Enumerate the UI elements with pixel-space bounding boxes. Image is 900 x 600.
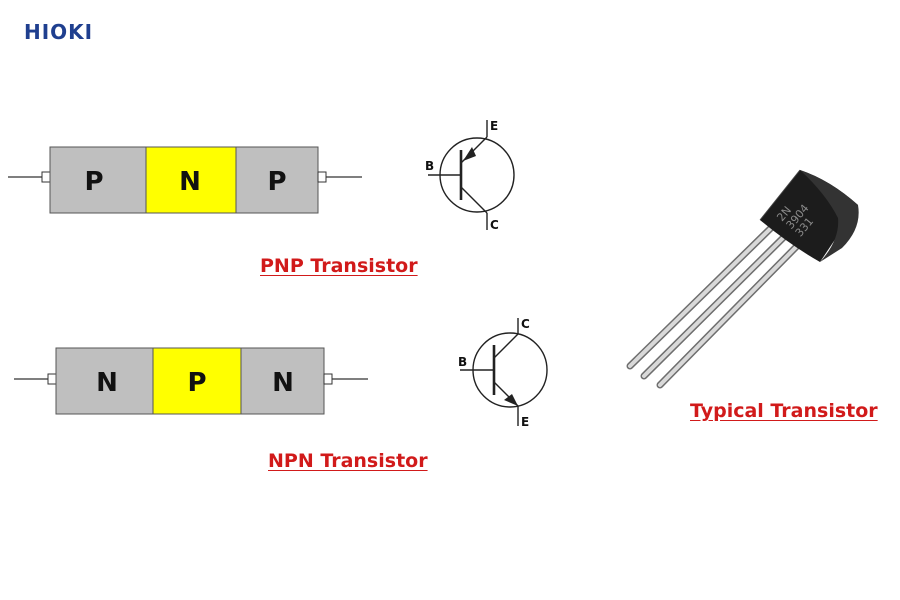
npn-caption: NPN Transistor	[268, 450, 428, 472]
hioki-logo: HIOKI	[24, 20, 94, 44]
pnp-collector-label: C	[490, 218, 499, 232]
npn-collector-label: C	[521, 317, 530, 331]
npn-layer-2-label: P	[187, 368, 206, 398]
pnp-right-terminal	[317, 171, 327, 183]
pnp-caption: PNP Transistor	[260, 255, 418, 277]
pnp-emitter-label: E	[490, 119, 498, 133]
npn-block: N P N	[14, 347, 368, 415]
pnp-layer-3	[235, 146, 319, 214]
npn-base-label: B	[458, 355, 467, 369]
npn-right-terminal	[323, 373, 333, 385]
npn-symbol	[460, 318, 548, 426]
npn-collector-line	[493, 333, 519, 359]
pnp-emitter-arrow	[463, 147, 476, 161]
pnp-collector-line	[460, 186, 488, 214]
package-curved-side	[800, 170, 859, 262]
package-edge	[759, 169, 801, 221]
pnp-base-label: B	[425, 159, 434, 173]
npn-emitter-label: E	[521, 415, 529, 429]
pnp-layer-3-label: P	[267, 167, 286, 197]
pnp-left-terminal	[41, 171, 51, 183]
pnp-layer-2-label: N	[179, 167, 201, 197]
npn-layer-2	[152, 347, 242, 415]
typical-transistor-caption: Typical Transistor	[690, 400, 878, 422]
to92-transistor: 2N 3904 331	[626, 169, 859, 389]
npn-left-terminal	[47, 373, 57, 385]
pnp-layer-1	[49, 146, 147, 214]
npn-layer-3-label: N	[272, 368, 294, 398]
npn-emitter-arrow	[504, 394, 518, 406]
lead-2	[642, 234, 787, 378]
npn-layer-1	[55, 347, 154, 415]
lead-3	[658, 242, 801, 387]
pnp-block: P N P	[8, 146, 362, 214]
pnp-symbol	[428, 120, 515, 230]
lead-1	[628, 226, 773, 368]
pnp-layer-1-label: P	[84, 167, 103, 197]
npn-layer-1-label: N	[96, 368, 118, 398]
npn-layer-3	[240, 347, 325, 415]
pnp-layer-2	[145, 146, 237, 214]
